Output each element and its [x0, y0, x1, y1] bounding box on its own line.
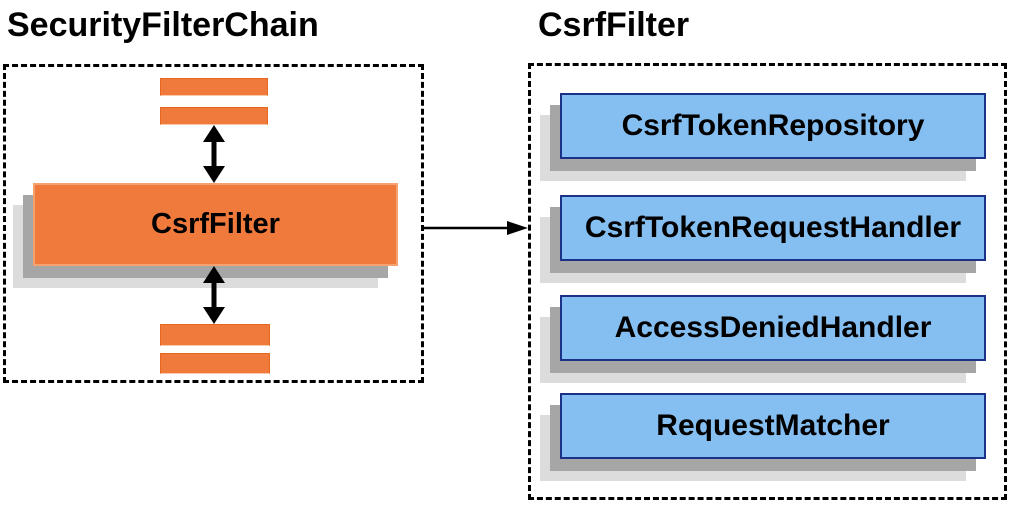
filter-placeholder-bar — [160, 107, 268, 125]
csrf-filter-box: CsrfFilter — [33, 183, 398, 266]
link-arrow-icon — [424, 221, 528, 235]
filter-placeholder-bar — [160, 324, 270, 346]
csrf-filter-box-label: CsrfFilter — [151, 208, 280, 240]
filter-placeholder-bar — [160, 78, 268, 96]
csrf-filter-title: CsrfFilter — [538, 6, 690, 44]
component-box-request-matcher: RequestMatcher — [560, 393, 986, 459]
component-label: CsrfTokenRequestHandler — [584, 211, 962, 244]
component-box-csrf-token-request-handler: CsrfTokenRequestHandler — [560, 195, 986, 261]
bidirectional-arrow-icon — [203, 266, 225, 324]
component-label: AccessDeniedHandler — [614, 311, 932, 344]
filter-placeholder-bar — [160, 353, 270, 374]
csrf-filter-container: CsrfTokenRepository CsrfTokenRequestHand… — [528, 63, 1007, 500]
bidirectional-arrow-icon — [203, 125, 225, 183]
component-box-access-denied-handler: AccessDeniedHandler — [560, 295, 986, 361]
component-label: CsrfTokenRepository — [621, 109, 925, 142]
security-filter-chain-container: CsrfFilter — [3, 64, 424, 383]
component-label: RequestMatcher — [656, 409, 890, 442]
component-box-csrf-token-repository: CsrfTokenRepository — [560, 93, 986, 159]
security-filter-chain-title: SecurityFilterChain — [7, 6, 319, 44]
